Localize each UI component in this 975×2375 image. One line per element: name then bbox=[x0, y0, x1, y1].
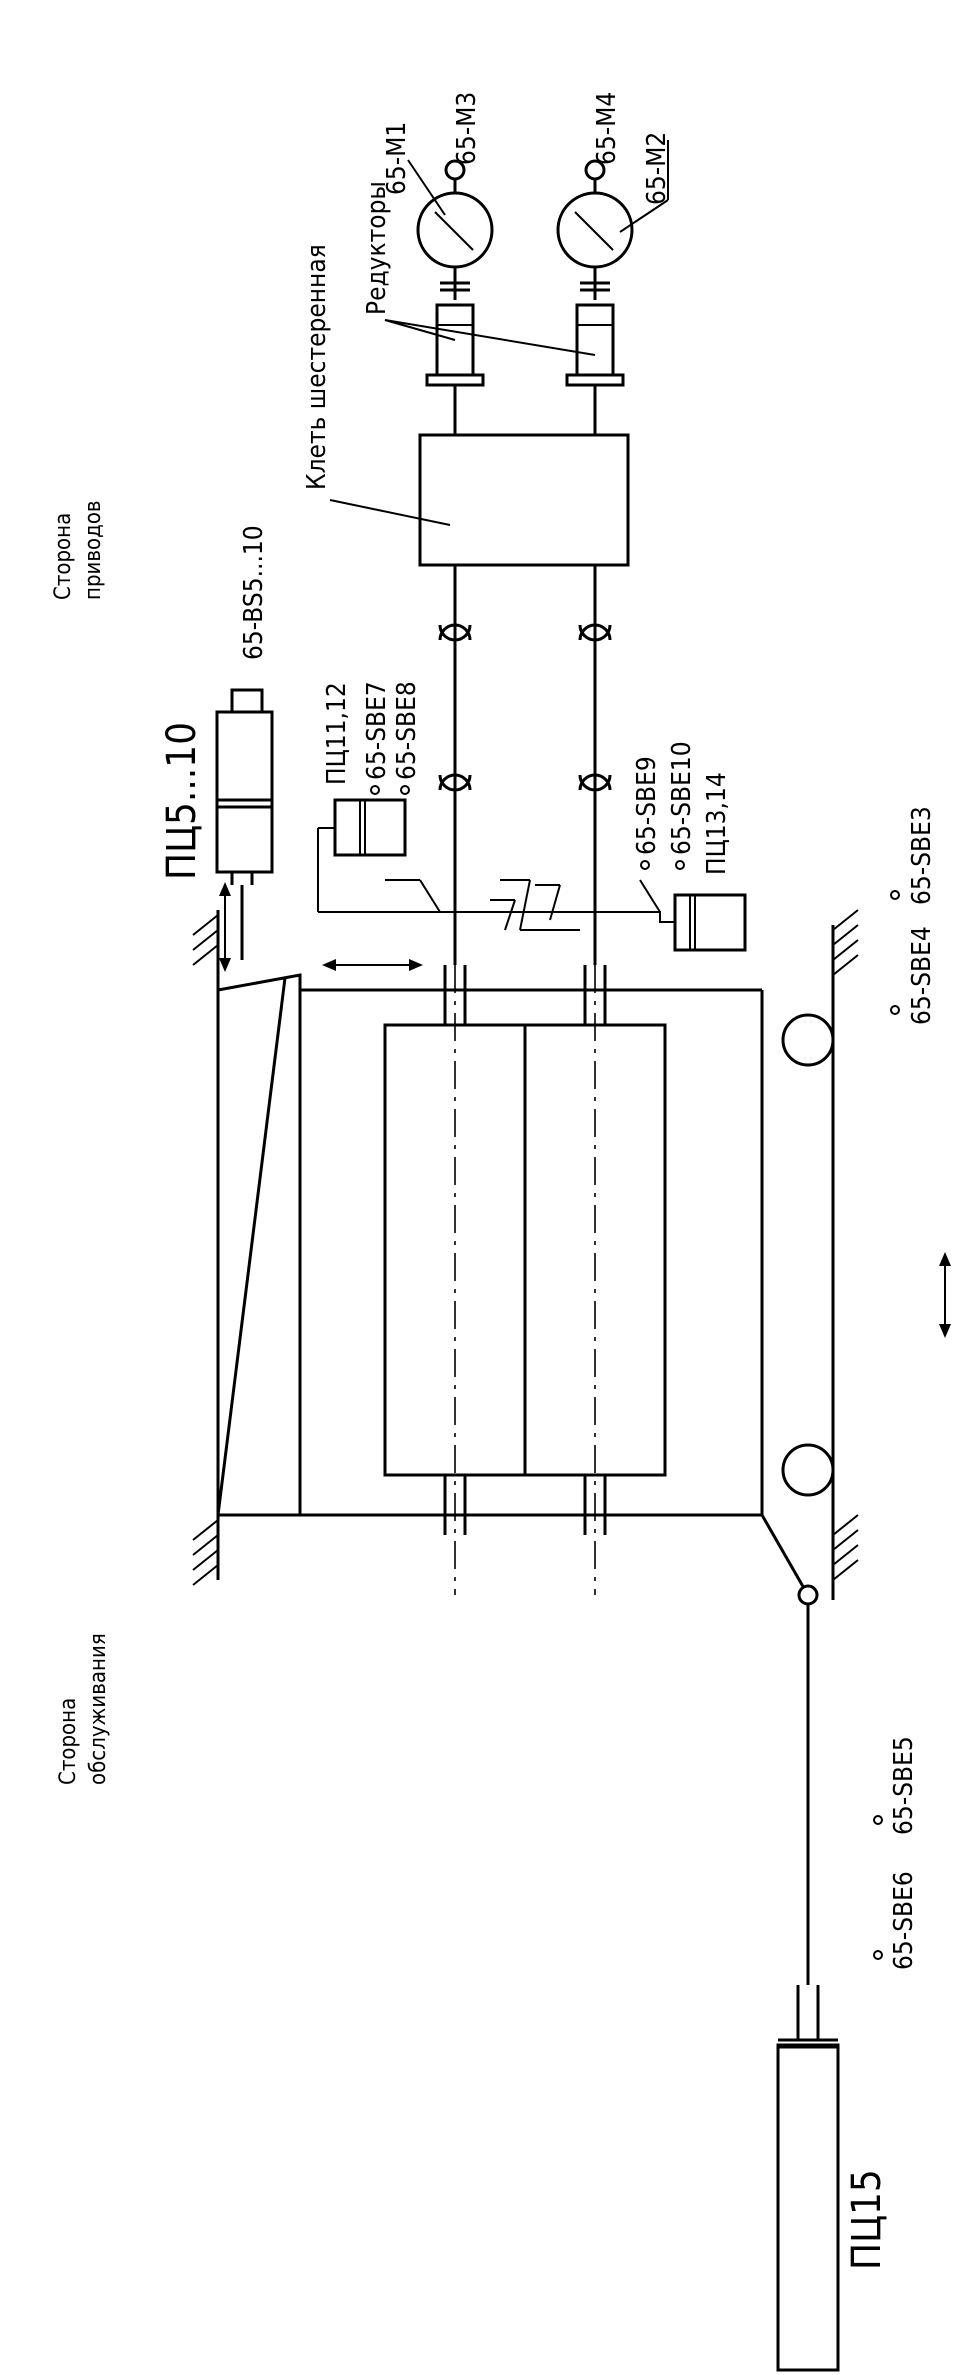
cylinder-pc11-12 bbox=[317, 798, 407, 912]
svg-text:приводов: приводов bbox=[81, 500, 106, 600]
label-sensor-bs: 65-BS5...10 bbox=[239, 525, 269, 660]
label-motor-m1: 65-M1 bbox=[382, 122, 412, 195]
label-motor-m4: 65-M4 bbox=[592, 92, 622, 165]
label-sbe3: 65-SBE3 bbox=[907, 806, 937, 905]
label-sbe8: 65-SBE8 bbox=[392, 681, 422, 780]
cylinder-pc5-10 bbox=[215, 688, 274, 960]
label-cylinder-pc11-12: ПЦ11,12 bbox=[322, 682, 352, 785]
cylinder-pc13-14 bbox=[673, 893, 747, 952]
bearing-chocks bbox=[443, 965, 607, 1535]
label-sbe7: 65-SBE7 bbox=[362, 681, 392, 780]
label-sbe10: 65-SBE10 bbox=[667, 741, 697, 855]
label-motor-m3: 65-M3 bbox=[452, 92, 482, 165]
svg-text:Сторона: Сторона bbox=[51, 513, 76, 600]
coupling-upper bbox=[438, 623, 612, 792]
wheel-upper bbox=[781, 1013, 835, 1067]
label-side-drives: Сторона приводов bbox=[51, 500, 106, 600]
label-sbe5: 65-SBE5 bbox=[889, 1736, 919, 1835]
wheel-lower bbox=[781, 1443, 835, 1497]
gear-stand-box bbox=[418, 433, 630, 567]
label-side-service: Сторона обслуживания bbox=[56, 1633, 111, 1785]
label-sbe6: 65-SBE6 bbox=[889, 1871, 919, 1970]
label-gear-stand: Клеть шестеренная bbox=[302, 244, 332, 490]
label-reducers: Редукторы bbox=[362, 181, 392, 315]
label-sbe4: 65-SBE4 bbox=[907, 926, 937, 1025]
ground-hatch-left bbox=[192, 914, 219, 1586]
motor-m3-m1 bbox=[416, 159, 494, 300]
label-cylinder-pc13-14: ПЦ13,14 bbox=[702, 772, 732, 875]
wedge-frame bbox=[216, 973, 302, 1517]
ground-hatch-right bbox=[832, 909, 859, 1581]
cylinder-pc15 bbox=[776, 1985, 840, 2372]
svg-text:Сторона: Сторона bbox=[56, 1698, 81, 1785]
label-sbe9: 65-SBE9 bbox=[632, 756, 662, 855]
label-cylinder-pc15: ПЦ15 bbox=[844, 2169, 890, 2270]
reducer-right bbox=[565, 303, 625, 435]
svg-text:обслуживания: обслуживания bbox=[86, 1633, 111, 1785]
reducer-left bbox=[425, 303, 485, 435]
motor-m4-m2 bbox=[556, 159, 634, 300]
label-cylinder-pc5-10: ПЦ5...10 bbox=[159, 722, 205, 880]
